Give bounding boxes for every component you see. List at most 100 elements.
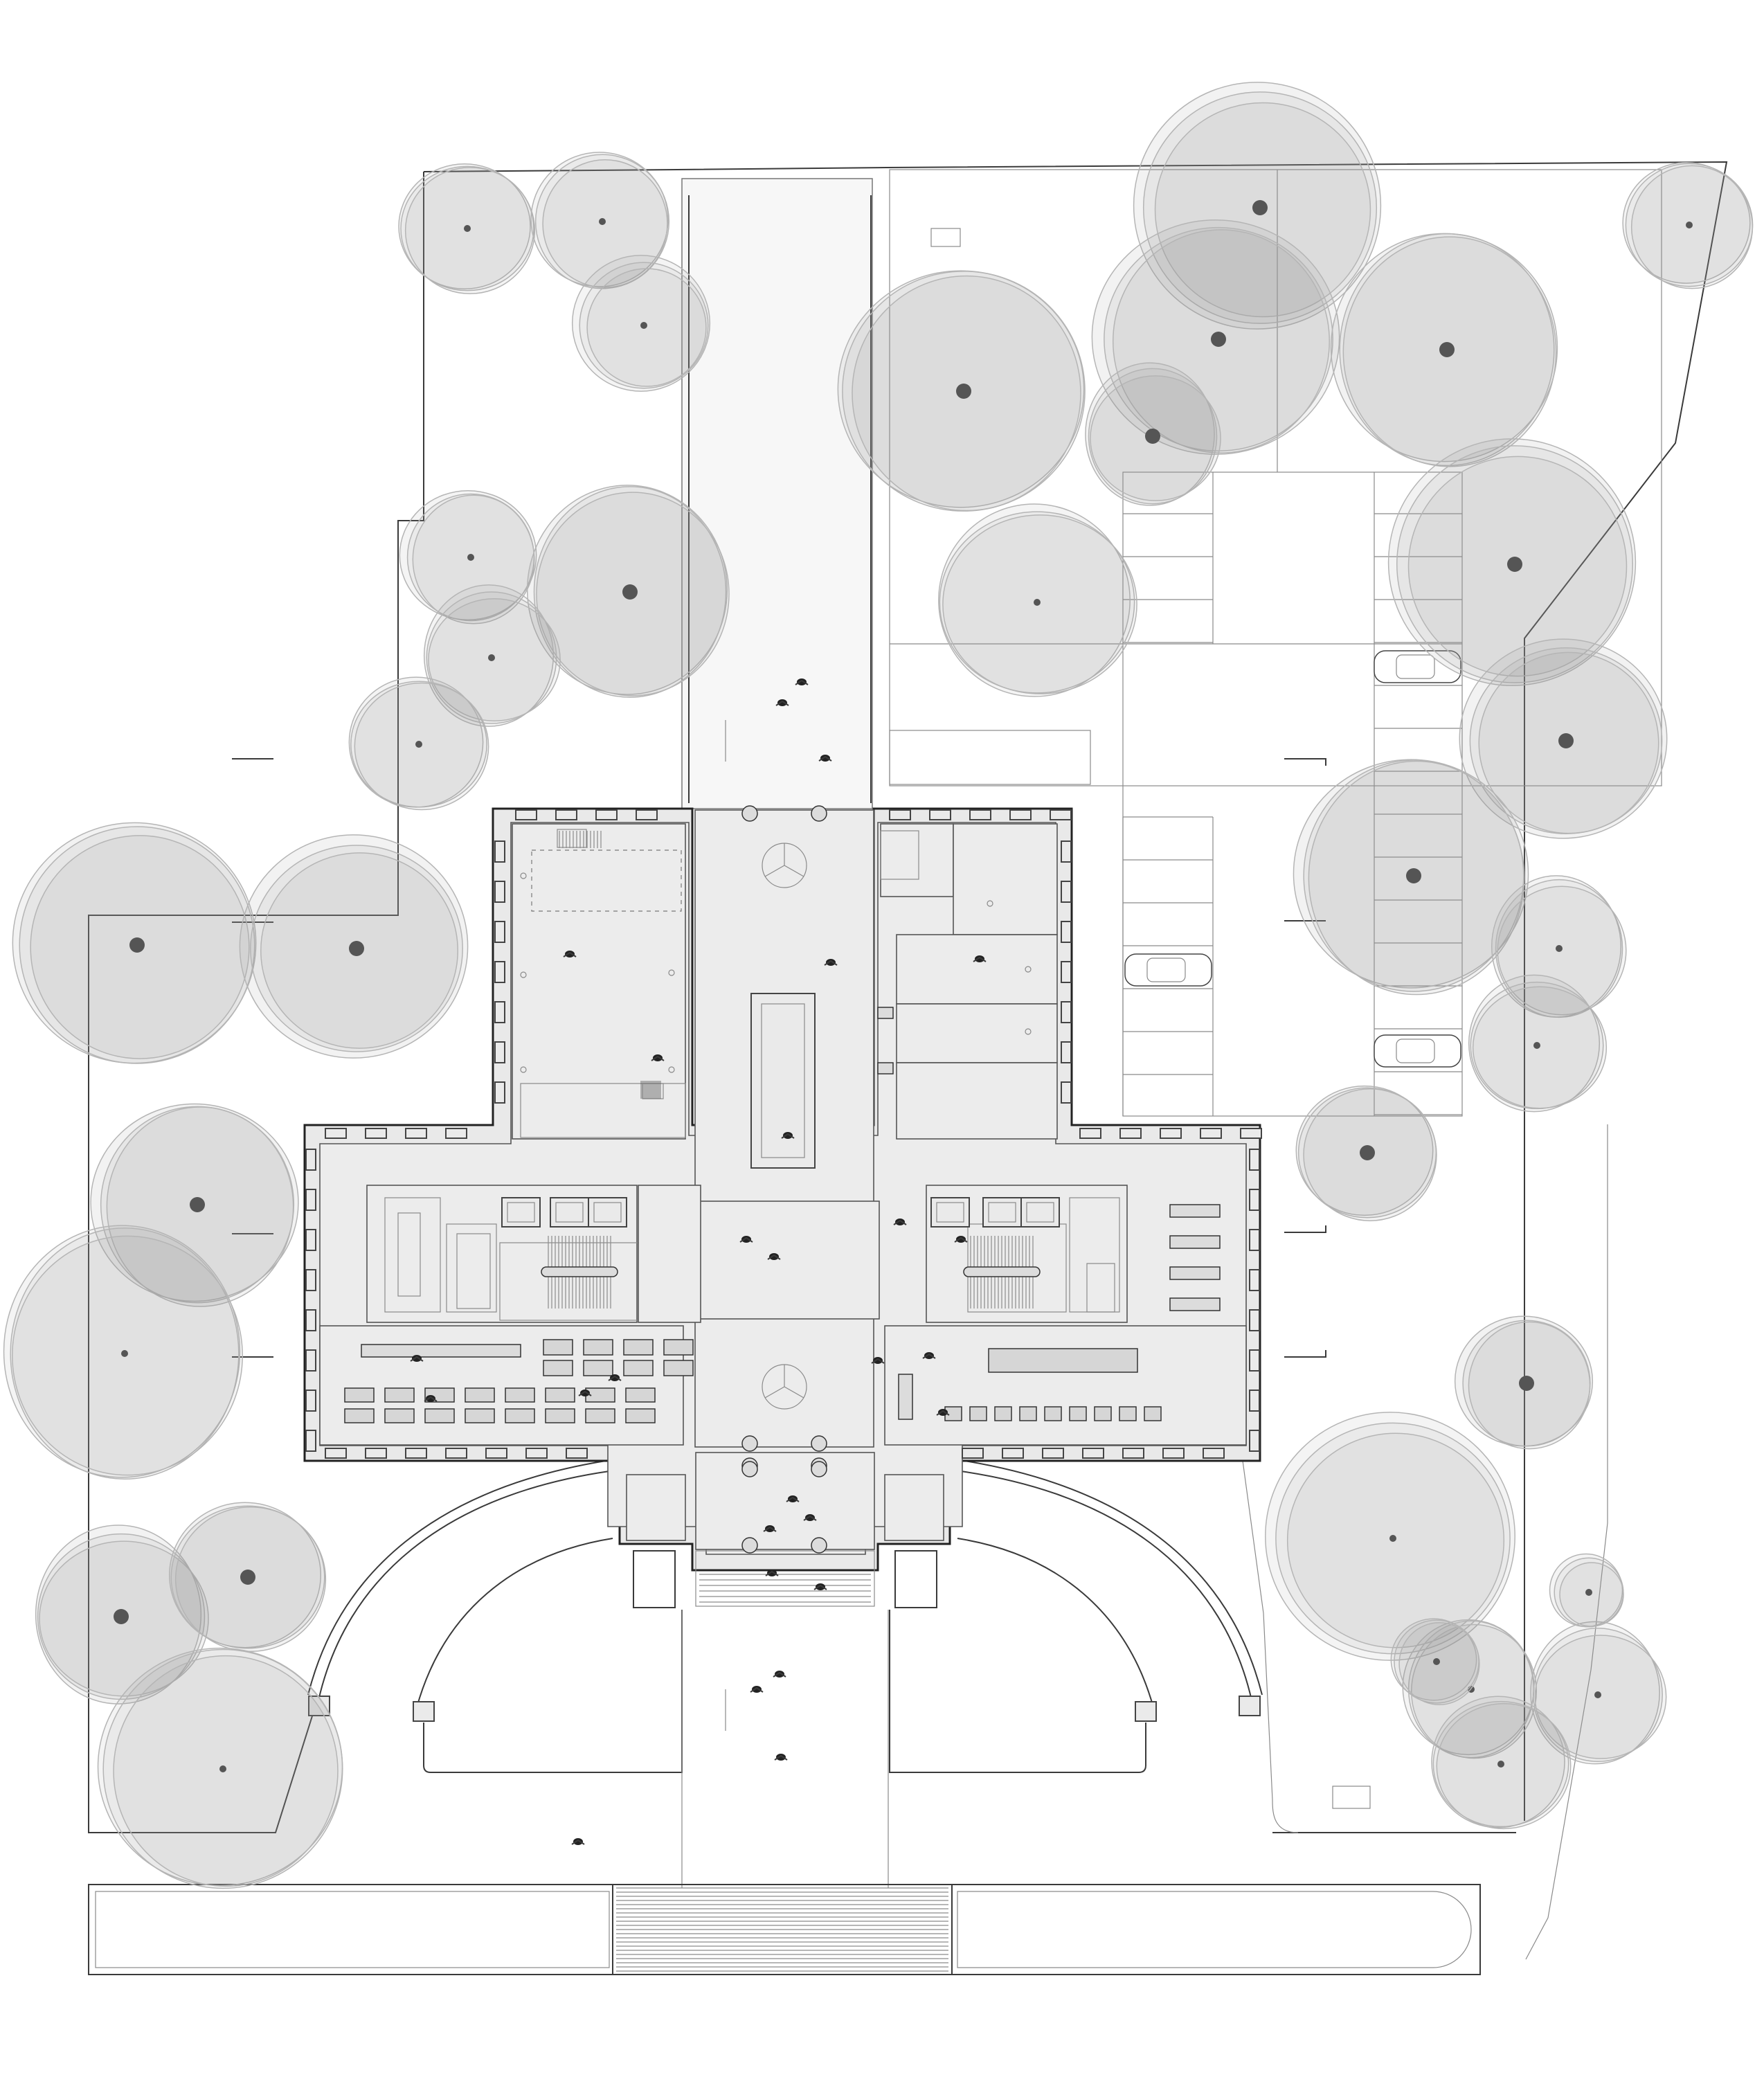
desk <box>969 1406 987 1421</box>
facade-pier <box>525 1448 548 1459</box>
tree-23 <box>90 1103 299 1307</box>
desk <box>994 1406 1012 1421</box>
person <box>765 1570 779 1576</box>
facade-pier <box>1050 809 1072 820</box>
facade-pier <box>445 1448 467 1459</box>
person <box>786 1495 800 1502</box>
person <box>893 1219 907 1225</box>
person <box>773 1671 786 1678</box>
tree-trunk <box>488 654 495 661</box>
tree-12 <box>1085 362 1221 506</box>
facade-pier <box>494 1001 505 1023</box>
desk <box>1044 1406 1062 1421</box>
facade-pier <box>1061 881 1072 903</box>
tree-trunk <box>129 937 145 953</box>
tree-34 <box>1549 1553 1624 1628</box>
facade-pier <box>494 961 505 983</box>
lift-shaft <box>930 1197 970 1228</box>
desk <box>1144 1406 1162 1421</box>
forecourt <box>307 1460 1263 1888</box>
person <box>795 678 809 685</box>
lift-shaft <box>501 1197 541 1228</box>
tree-trunk <box>1507 557 1522 572</box>
person <box>750 1686 764 1693</box>
facade-pier <box>494 1041 505 1063</box>
facade-pier <box>305 1349 316 1372</box>
parked-cars <box>1124 650 1461 1068</box>
column <box>811 1461 827 1477</box>
facade-pier <box>494 840 505 863</box>
facade-pier <box>325 1448 347 1459</box>
facade-pier <box>1009 809 1032 820</box>
bench <box>1169 1297 1221 1311</box>
tree-trunk <box>1556 945 1563 952</box>
column <box>811 1435 827 1452</box>
person <box>563 951 577 957</box>
tree-16 <box>1459 638 1668 839</box>
staircase <box>963 1236 1041 1309</box>
facade-pier <box>1061 1081 1072 1104</box>
facade-pier <box>1249 1189 1260 1211</box>
facade-pier <box>305 1269 316 1291</box>
facade-pier <box>929 809 951 820</box>
tree-27 <box>97 1647 343 1889</box>
column <box>741 805 758 822</box>
facade-pier <box>485 1448 507 1459</box>
tree-03 <box>571 255 711 392</box>
bench <box>1169 1204 1221 1218</box>
tree-02 <box>530 152 670 289</box>
tree-trunk <box>1389 1535 1396 1542</box>
tree-trunk <box>240 1570 255 1585</box>
tree-trunk <box>464 225 471 232</box>
tree-05 <box>526 485 730 698</box>
facade-pier <box>1203 1448 1225 1459</box>
car <box>1374 1034 1461 1068</box>
tree-17 <box>1293 759 1529 996</box>
dining-table <box>384 1408 415 1423</box>
fixture <box>1025 1028 1032 1035</box>
revolving-door-south <box>762 1364 807 1410</box>
facade-pier <box>555 809 577 820</box>
facade-pier <box>1042 1448 1064 1459</box>
facade-pier <box>1002 1448 1024 1459</box>
facade-pier <box>305 1309 316 1331</box>
person <box>813 1583 827 1590</box>
tree-trunk <box>114 1609 129 1624</box>
facade-pier <box>305 1189 316 1211</box>
tree-trunk <box>1406 868 1421 883</box>
south-terrace <box>88 1884 1481 1975</box>
tree-22 <box>239 834 469 1059</box>
tree-trunk <box>1594 1691 1601 1698</box>
person <box>424 1395 438 1402</box>
tree-19 <box>1468 974 1608 1113</box>
facade-pier <box>1061 840 1072 863</box>
dining-table <box>623 1360 654 1376</box>
facade-pier <box>1061 1041 1072 1063</box>
tree-trunk <box>1558 733 1574 748</box>
revolving-door-north <box>762 843 807 888</box>
tree-trunk <box>956 384 971 399</box>
person <box>767 1253 781 1260</box>
facade-pier <box>1249 1149 1260 1171</box>
person <box>824 959 838 966</box>
facade-pier <box>1249 1430 1260 1452</box>
staircase <box>541 1236 618 1309</box>
people <box>410 678 987 1845</box>
tree-20 <box>1295 1085 1437 1221</box>
column <box>811 805 827 822</box>
tree-trunk <box>1252 200 1268 215</box>
tree-trunk <box>415 741 422 748</box>
facade-pier <box>1122 1448 1144 1459</box>
desk <box>1069 1406 1087 1421</box>
dining-table <box>663 1360 694 1376</box>
car <box>1374 650 1461 683</box>
tree-29 <box>1454 1315 1594 1450</box>
facade-pier <box>1249 1269 1260 1291</box>
tree-11 <box>1330 233 1558 467</box>
facade-pier <box>445 1128 467 1139</box>
person <box>775 699 789 706</box>
tree-canopies <box>3 82 1754 1889</box>
person <box>410 1355 424 1362</box>
person <box>803 1514 817 1521</box>
tree-31 <box>1530 1621 1667 1765</box>
